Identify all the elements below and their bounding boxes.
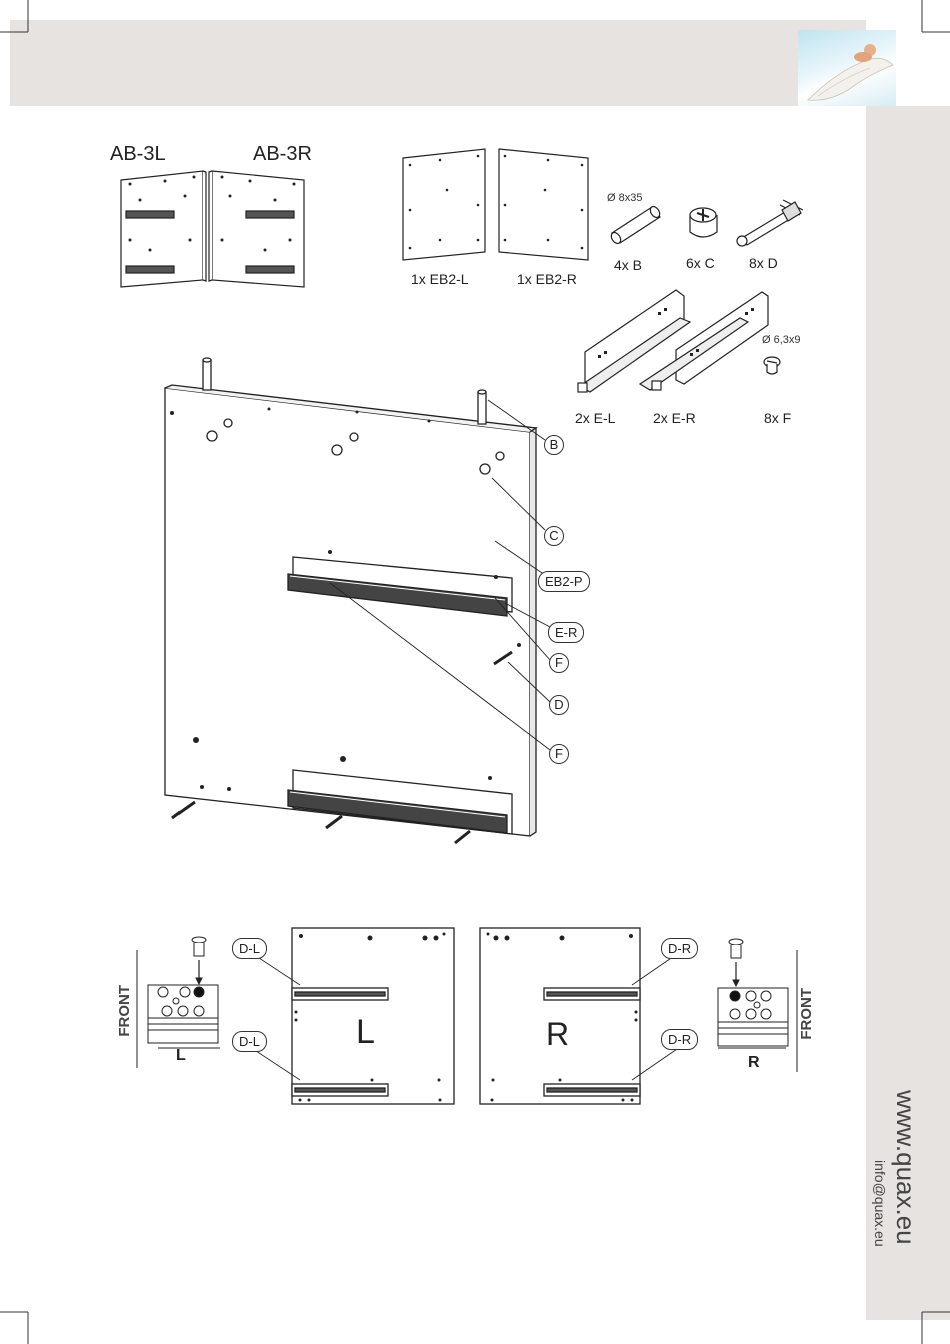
screw-spec: Ø 6,3x9: [762, 334, 801, 346]
dowel-spec: Ø 8x35: [607, 192, 642, 204]
runner-e-l-drawing: [578, 290, 690, 392]
connecting-bolt-icon: [737, 200, 803, 246]
callout-dr-bottom: D-R: [661, 1029, 698, 1050]
panel-eb2r-drawing: [499, 149, 588, 260]
callout-d: D: [549, 695, 569, 715]
callout-dl-bottom: D-L: [232, 1031, 267, 1052]
detail-right-drawing: [718, 939, 797, 1072]
label-front-left: FRONT: [116, 985, 133, 1037]
caption-runner-left: 2x E-L: [575, 410, 615, 426]
caption-bolt: 8x D: [749, 255, 778, 271]
panel-ab3l-drawing: [121, 171, 206, 287]
caption-eb2r: 1x EB2-R: [517, 271, 577, 287]
screw-icon: [764, 357, 780, 374]
panel-l-drawing: [250, 928, 454, 1104]
callout-er: E-R: [548, 622, 584, 643]
main-panel-drawing: [165, 358, 536, 843]
label-panel-l: L: [356, 1013, 375, 1052]
caption-screw: 8x F: [764, 410, 791, 426]
label-r-small: R: [748, 1054, 760, 1072]
website-text[interactable]: www.quax.eu: [890, 1090, 921, 1245]
panel-r-drawing: [480, 928, 680, 1104]
email-text[interactable]: info@quax.eu: [872, 1160, 888, 1247]
caption-eb2l: 1x EB2-L: [411, 271, 469, 287]
callout-eb2p: EB2-P: [538, 571, 590, 592]
label-front-right: FRONT: [798, 988, 815, 1040]
panel-eb2l-drawing: [403, 149, 485, 260]
callout-f-upper: F: [549, 653, 569, 673]
label-ab3r: AB-3R: [253, 143, 312, 166]
dowel-icon: [609, 205, 661, 245]
callout-dr-top: D-R: [661, 938, 698, 959]
callout-dl-top: D-L: [232, 938, 267, 959]
caption-dowel: 4x B: [614, 257, 642, 273]
caption-cam: 6x C: [686, 255, 715, 271]
callout-f-lower: F: [549, 744, 569, 764]
cam-lock-icon: [690, 208, 717, 237]
label-panel-r: R: [546, 1016, 569, 1053]
label-ab3l: AB-3L: [110, 143, 166, 166]
label-l-small: L: [176, 1047, 186, 1065]
callout-b: B: [544, 435, 564, 455]
caption-runner-right: 2x E-R: [653, 410, 696, 426]
callout-c: C: [544, 526, 564, 546]
panel-ab3r-drawing: [209, 171, 304, 287]
